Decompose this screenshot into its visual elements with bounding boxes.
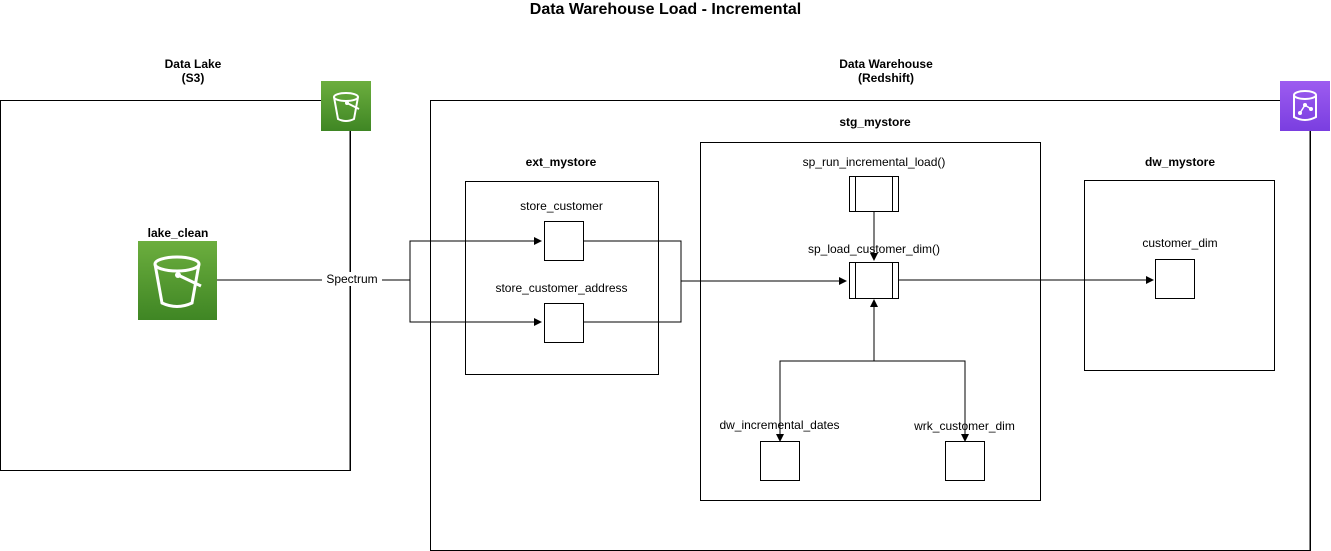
spectrum-label: Spectrum xyxy=(322,272,382,286)
wrk-customer-dim-label: wrk_customer_dim xyxy=(914,419,1015,433)
edge-to-store-customer xyxy=(409,237,542,280)
dw-incremental-dates-table xyxy=(760,441,800,481)
customer-dim-table xyxy=(1155,259,1195,299)
dw-mystore-label: dw_mystore xyxy=(1144,155,1216,169)
edge-to-store-customer-address xyxy=(409,280,542,326)
wrk-customer-dim-table xyxy=(945,441,985,481)
store-customer-address-table xyxy=(544,303,584,343)
sp-load-customer-dim-proc xyxy=(849,262,899,299)
edge-store-customer-out xyxy=(584,240,682,281)
lake-clean-label: lake_clean xyxy=(147,226,209,240)
s3-bucket-icon xyxy=(321,81,371,131)
store-customer-address-label: store_customer_address xyxy=(495,281,628,295)
diagram-title: Data Warehouse Load - Incremental xyxy=(529,1,802,18)
data-lake-label-line1: Data Lake xyxy=(164,57,222,71)
sp-load-customer-dim-label: sp_load_customer_dim() xyxy=(807,242,941,256)
s3-bucket-icon xyxy=(138,241,217,320)
sp-run-incremental-load-label: sp_run_incremental_load() xyxy=(802,155,946,169)
edge-bottom-bus xyxy=(779,360,966,441)
redshift-icon xyxy=(1280,81,1330,131)
sp-run-incremental-load-proc xyxy=(849,176,899,212)
data-warehouse-label-line2: (Redshift) xyxy=(858,71,914,85)
data-lake-label: Data Lake (S3) xyxy=(133,57,253,85)
store-customer-table xyxy=(544,221,584,261)
data-lake-label-line2: (S3) xyxy=(181,71,205,85)
data-warehouse-label: Data Warehouse (Redshift) xyxy=(806,57,966,85)
store-customer-label: store_customer xyxy=(520,199,603,213)
dw-incremental-dates-label: dw_incremental_dates xyxy=(719,418,840,432)
stg-mystore-label: stg_mystore xyxy=(839,115,911,129)
customer-dim-label: customer_dim xyxy=(1142,236,1218,250)
edge-store-customer-address-out xyxy=(584,281,682,323)
data-warehouse-label-line1: Data Warehouse xyxy=(839,57,933,71)
ext-mystore-label: ext_mystore xyxy=(525,155,597,169)
